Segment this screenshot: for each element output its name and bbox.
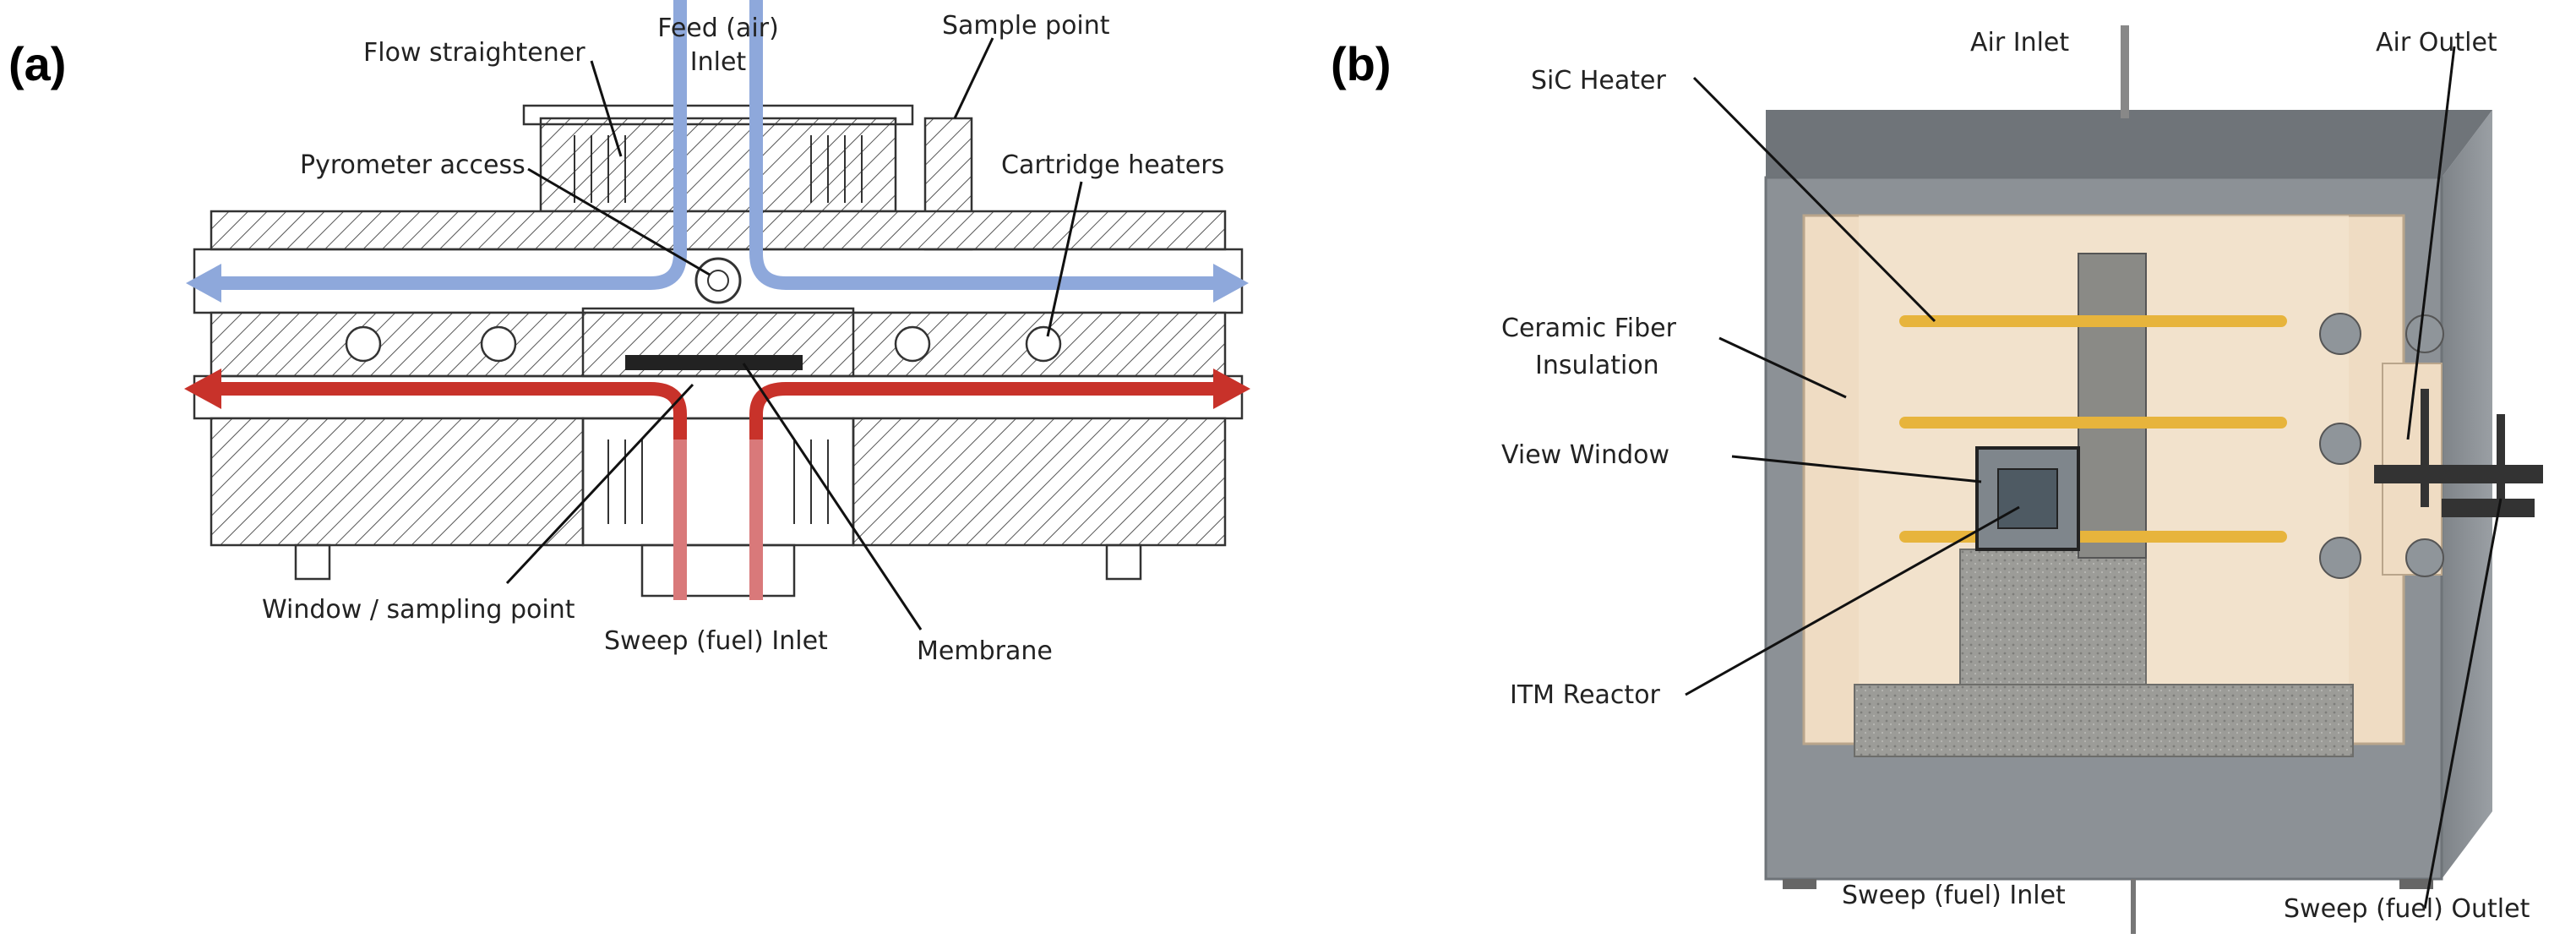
label-air-inlet: Air Inlet [1970,28,2069,57]
label-ceramic-fiber: Ceramic Fiber [1501,314,1677,343]
panel-a-tag: (a) [8,37,66,90]
air-flow-arrows [186,0,1249,303]
label-sample-point: Sample point [942,11,1110,41]
label-flow-straightener: Flow straightener [363,38,585,68]
label-feed-air-inlet: Feed (air) [657,14,779,43]
label-air-outlet: Air Outlet [2376,28,2497,57]
panel-b-leaders [1685,46,2502,909]
label-view-window: View Window [1501,440,1669,470]
label-sic-heater: SiC Heater [1531,66,1666,96]
label-pyrometer-access: Pyrometer access [300,150,526,180]
label-insulation: Insulation [1535,351,1659,380]
label-window-sampling-point: Window / sampling point [262,595,575,625]
panel-b-tag: (b) [1331,37,1391,90]
membrane [625,355,803,370]
flow-straightener-block [539,117,897,213]
panel-b: (b) [1331,25,2543,934]
label-membrane: Membrane [917,636,1053,666]
label-sweep-fuel-outlet: Sweep (fuel) Outlet [2284,894,2530,924]
panel-a-leaders [505,37,1083,631]
label-itm-reactor: ITM Reactor [1510,680,1661,710]
lower-plate-right [852,417,1227,547]
itm-reactor-column [2078,253,2147,559]
label-cartridge-heaters: Cartridge heaters [1001,150,1224,180]
label-sweep-fuel-inlet-b: Sweep (fuel) Inlet [1842,881,2066,910]
panel-a: (a) [8,0,1250,666]
furnace-enclosure [1764,25,2543,934]
lower-plate-left [210,417,585,547]
upper-plate [210,210,1227,251]
label-feed-air-inlet-2: Inlet [690,47,747,77]
floor-blocks [1854,684,2354,757]
label-sweep-fuel-inlet-a: Sweep (fuel) Inlet [604,626,828,656]
